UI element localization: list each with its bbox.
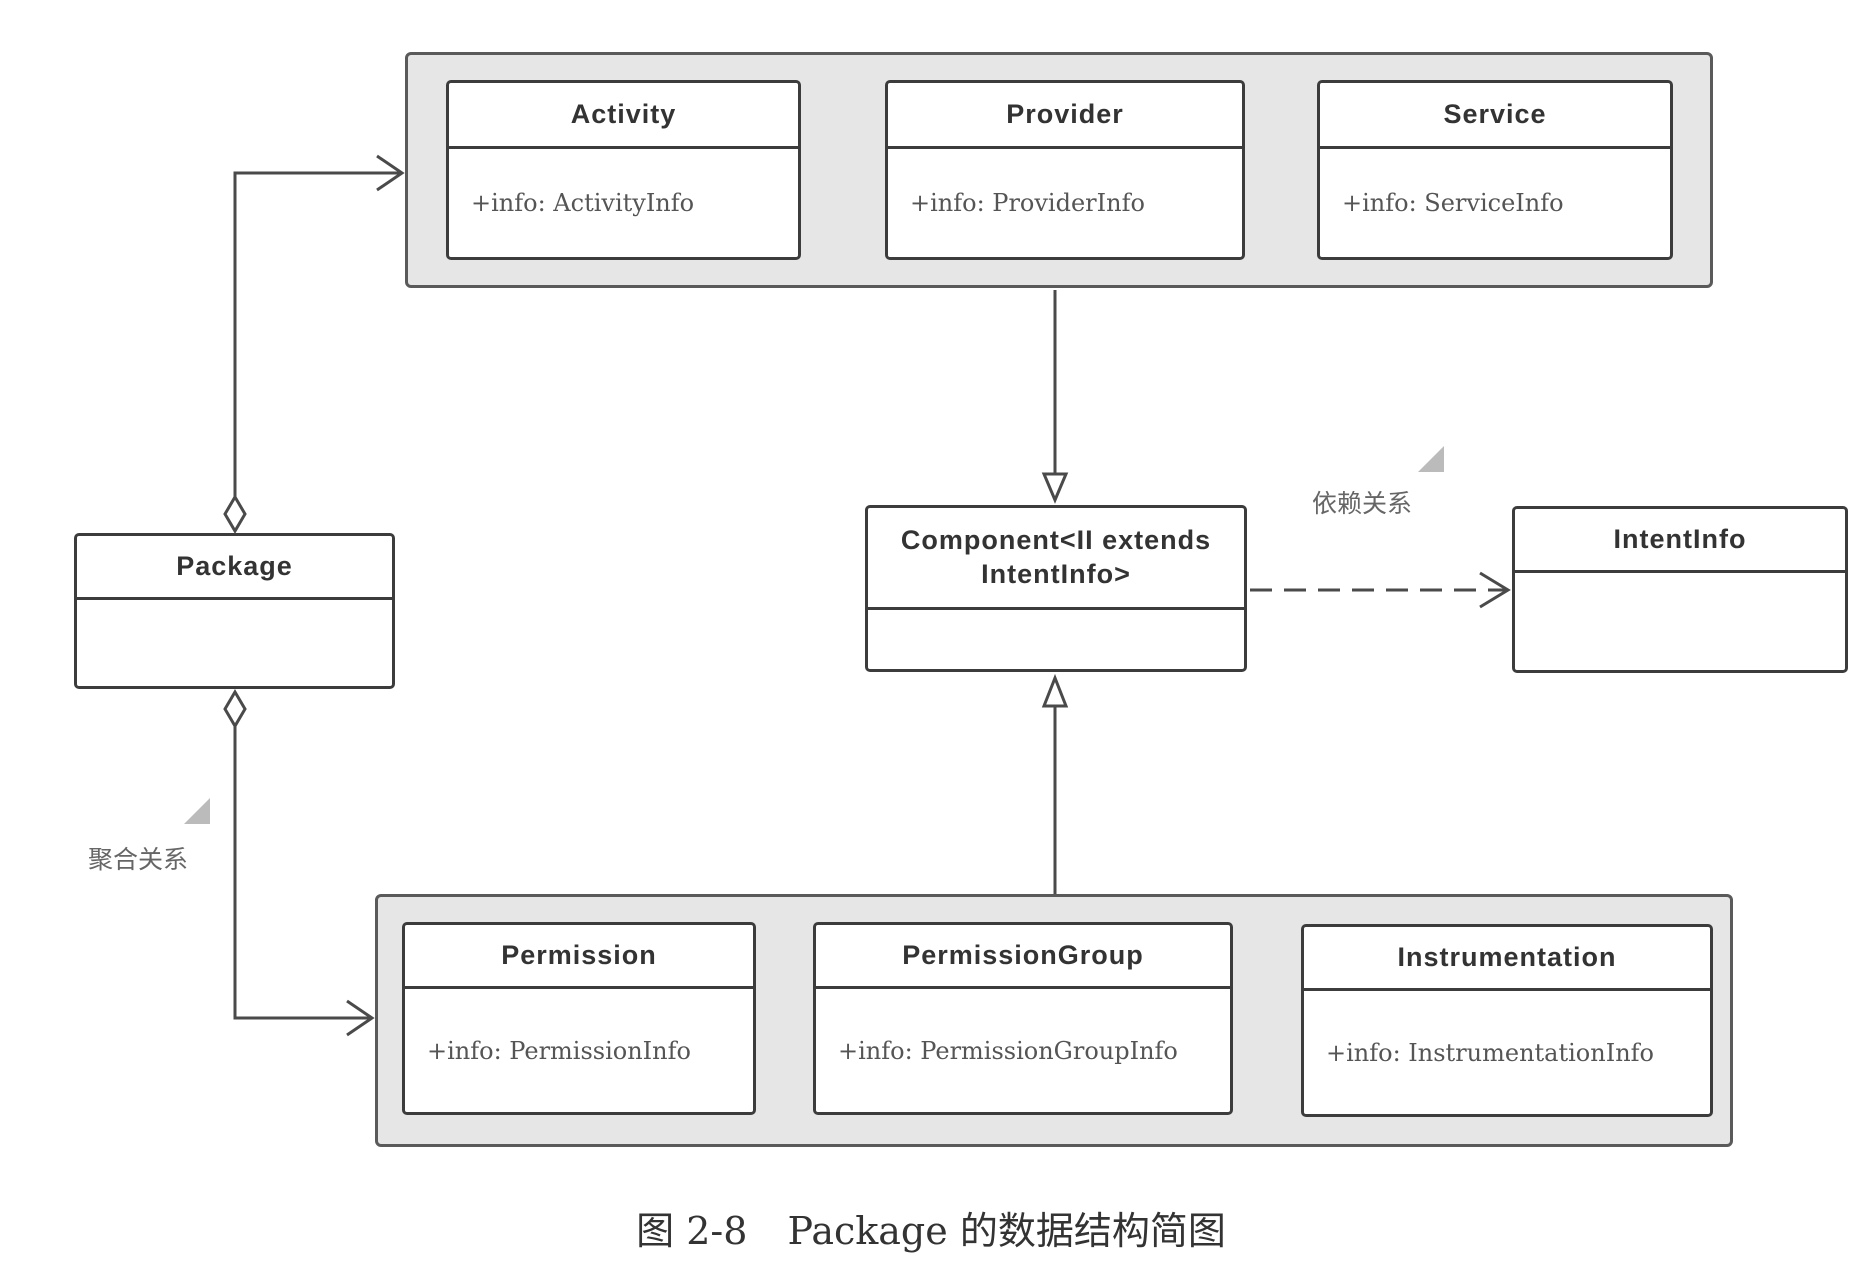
aggregation-line-bottom [233, 726, 370, 1020]
generalization-arrow-bottom [1041, 673, 1069, 708]
class-permission: Permission +info: PermissionInfo [402, 922, 756, 1115]
class-provider: Provider +info: ProviderInfo [885, 80, 1245, 260]
class-intentinfo: IntentInfo [1512, 506, 1848, 673]
class-attribute: +info: PermissionInfo [427, 1036, 691, 1065]
class-attribute: +info: ServiceInfo [1342, 189, 1564, 217]
figure-number: 图 2-8 [636, 1209, 748, 1253]
note-icon [1418, 446, 1444, 472]
class-name: Permission [405, 925, 753, 989]
class-activity: Activity +info: ActivityInfo [446, 80, 801, 260]
class-name: Component<II extends IntentInfo> [868, 508, 1244, 610]
class-attribute: +info: ProviderInfo [910, 189, 1145, 217]
note-icon [184, 798, 210, 824]
class-name: Provider [888, 83, 1242, 149]
class-name: PermissionGroup [816, 925, 1230, 989]
class-permission-group: PermissionGroup +info: PermissionGroupIn… [813, 922, 1233, 1115]
class-service: Service +info: ServiceInfo [1317, 80, 1673, 260]
aggregation-line-top [233, 171, 400, 498]
class-instrumentation: Instrumentation +info: InstrumentationIn… [1301, 924, 1713, 1117]
dependency-arrow [1479, 571, 1511, 609]
class-name: Package [77, 536, 392, 600]
open-arrow-bottom [346, 999, 375, 1037]
generalization-arrow-top [1041, 472, 1069, 504]
class-attribute: +info: PermissionGroupInfo [838, 1036, 1178, 1065]
open-arrow-top [376, 154, 405, 192]
class-component: Component<II extends IntentInfo> [865, 505, 1247, 672]
figure-caption: 图 2-8 Package 的数据结构简图 [0, 1200, 1862, 1255]
class-attribute: +info: InstrumentationInfo [1326, 1038, 1654, 1067]
class-name: Instrumentation [1304, 927, 1710, 991]
figure-title: Package 的数据结构简图 [787, 1209, 1226, 1253]
dependency-note: 依赖关系 [1312, 490, 1413, 518]
aggregation-note: 聚合关系 [88, 846, 189, 874]
class-name: IntentInfo [1515, 509, 1845, 573]
class-package: Package [74, 533, 395, 689]
aggregation-diamond-top [223, 494, 247, 534]
class-name: Service [1320, 83, 1670, 149]
class-name: Activity [449, 83, 798, 149]
class-attribute: +info: ActivityInfo [471, 189, 695, 217]
aggregation-diamond-bottom [223, 689, 247, 729]
class-name-line: IntentInfo> [981, 558, 1131, 589]
class-name-line: Component<II extends [900, 524, 1212, 555]
